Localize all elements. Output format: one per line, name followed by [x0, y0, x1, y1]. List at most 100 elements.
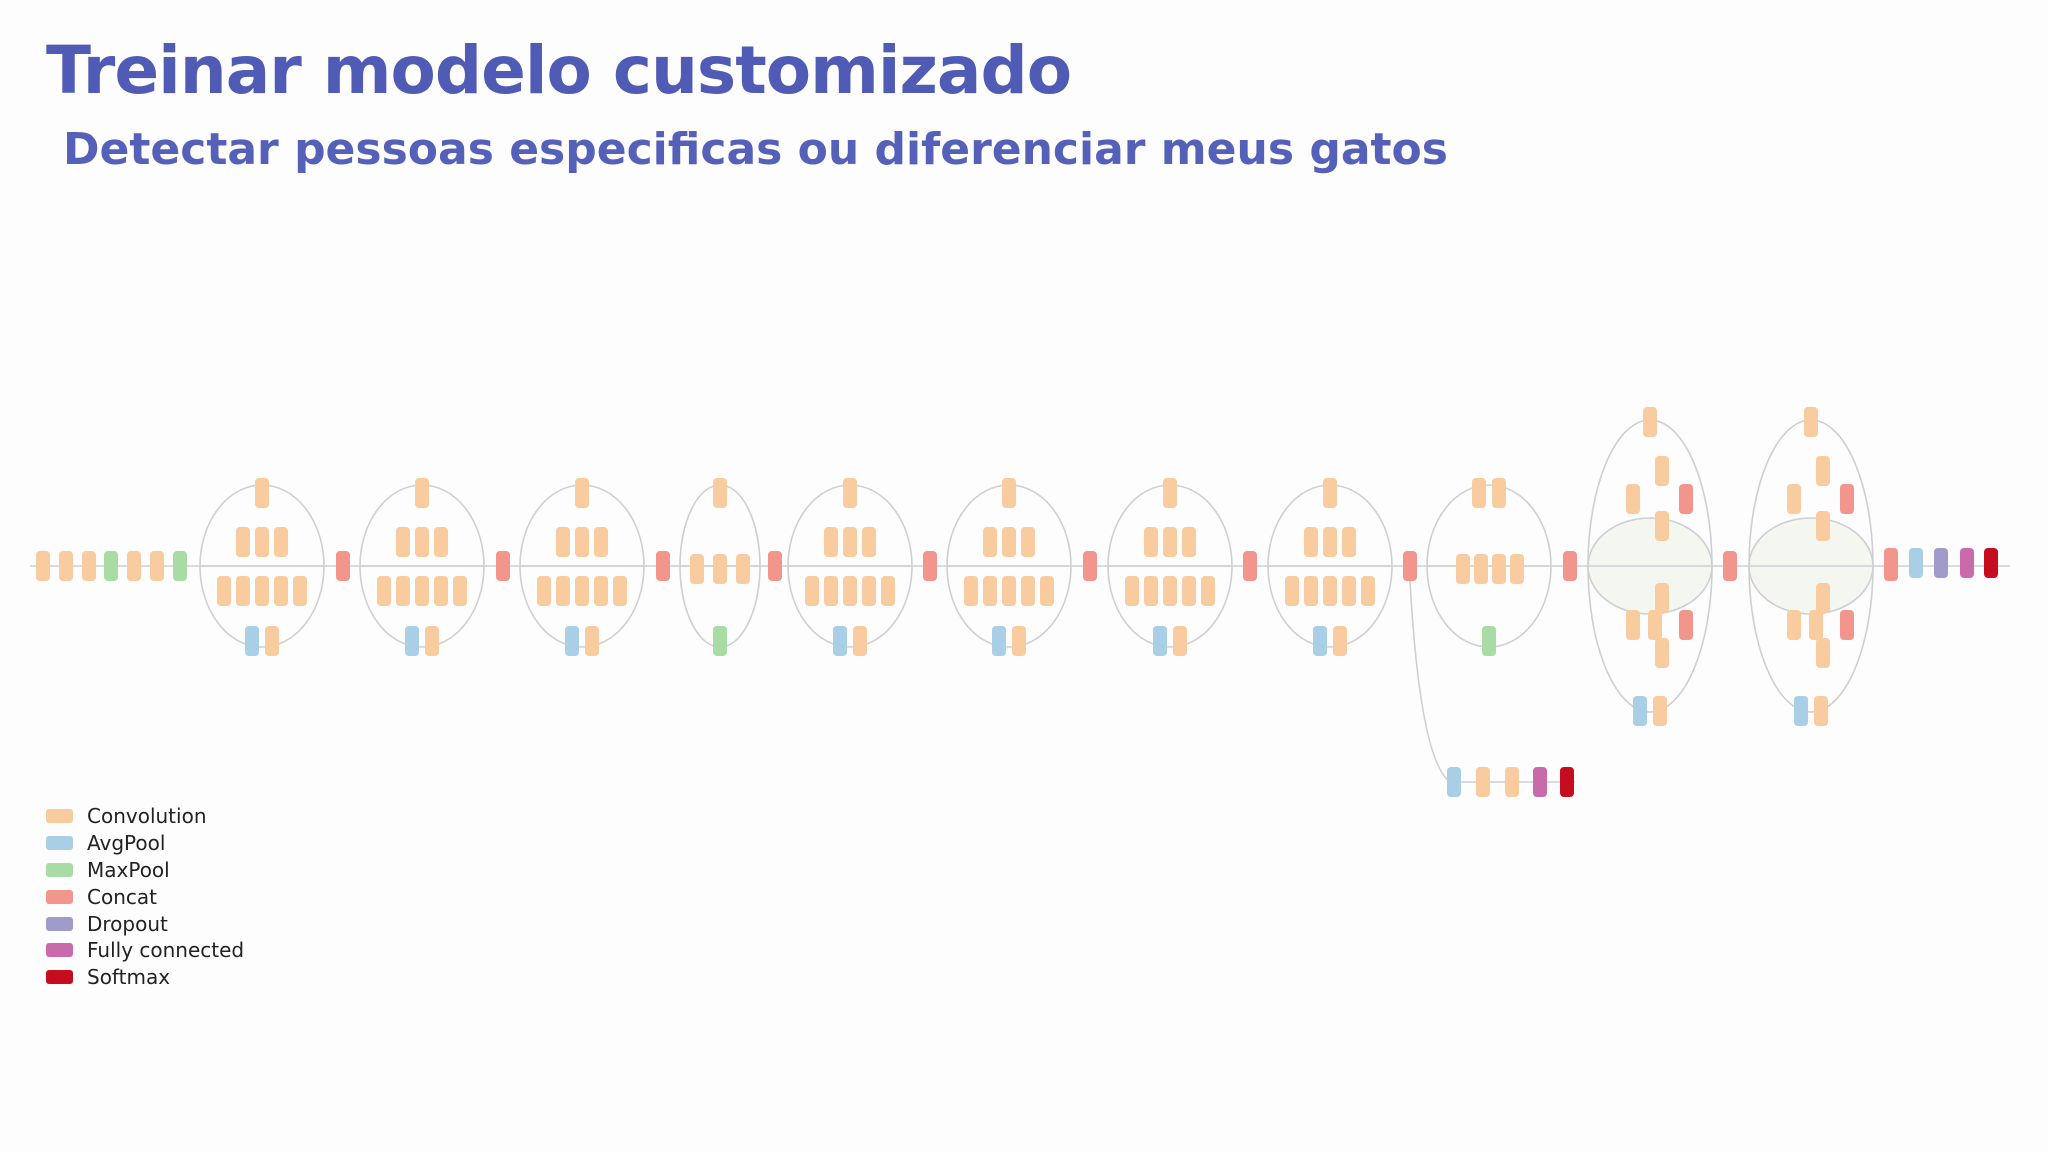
convolution-block — [537, 576, 551, 606]
legend-label: Dropout — [87, 911, 168, 936]
legend-label: Concat — [87, 884, 157, 909]
convolution-block — [1456, 554, 1470, 584]
convolution-block — [1323, 576, 1337, 606]
convolution-block — [425, 626, 439, 656]
convolution-block — [1040, 576, 1054, 606]
convolution-block — [415, 527, 429, 557]
convolution-block — [255, 527, 269, 557]
legend-item-convolution: Convolution — [46, 803, 244, 830]
legend-swatch — [46, 862, 73, 877]
avgpool-block — [833, 626, 847, 656]
concat-block — [1679, 484, 1693, 514]
convolution-block — [1655, 638, 1669, 668]
concat-block — [1723, 551, 1737, 581]
convolution-block — [255, 478, 269, 508]
legend-swatch — [46, 916, 73, 931]
convolution-block — [713, 554, 727, 584]
legend-item-avgpool: AvgPool — [46, 830, 244, 857]
convolution-block — [853, 626, 867, 656]
legend-item-dropout: Dropout — [46, 910, 244, 937]
convolution-block — [613, 576, 627, 606]
convolution-block — [824, 576, 838, 606]
convolution-block — [59, 551, 73, 581]
legend-swatch — [46, 889, 73, 904]
legend-label: Softmax — [87, 965, 171, 990]
avgpool-block — [1313, 626, 1327, 656]
concat-block — [1840, 484, 1854, 514]
convolution-block — [1492, 554, 1506, 584]
convolution-block — [415, 478, 429, 508]
convolution-block — [862, 576, 876, 606]
legend-swatch — [46, 970, 73, 985]
convolution-block — [843, 576, 857, 606]
convolution-block — [434, 527, 448, 557]
concat-block — [1679, 610, 1693, 640]
convolution-block — [1787, 484, 1801, 514]
convolution-block — [1323, 478, 1337, 508]
fully-connected-block — [1960, 548, 1974, 578]
convolution-block — [575, 576, 589, 606]
convolution-block — [1655, 583, 1669, 613]
convolution-block — [127, 551, 141, 581]
convolution-block — [1648, 610, 1662, 640]
convolution-block — [1163, 576, 1177, 606]
convolution-block — [150, 551, 164, 581]
convolution-block — [1626, 610, 1640, 640]
convolution-block — [1653, 696, 1667, 726]
convolution-block — [1163, 478, 1177, 508]
legend-label: MaxPool — [87, 857, 170, 882]
convolution-block — [1304, 527, 1318, 557]
convolution-block — [274, 527, 288, 557]
slide-subtitle: Detectar pessoas especificas ou diferenc… — [63, 124, 1448, 175]
convolution-block — [824, 527, 838, 557]
convolution-block — [1804, 407, 1818, 437]
convolution-block — [36, 551, 50, 581]
maxpool-block — [104, 551, 118, 581]
convolution-block — [862, 527, 876, 557]
convolution-block — [1173, 626, 1187, 656]
inception-network-diagram — [30, 407, 2010, 797]
maxpool-block — [173, 551, 187, 581]
convolution-block — [1655, 511, 1669, 541]
convolution-block — [434, 576, 448, 606]
convolution-block — [1323, 527, 1337, 557]
convolution-block — [1816, 511, 1830, 541]
convolution-block — [983, 576, 997, 606]
convolution-block — [594, 527, 608, 557]
convolution-block — [1472, 478, 1486, 508]
convolution-block — [255, 576, 269, 606]
convolution-block — [983, 527, 997, 557]
convolution-block — [575, 527, 589, 557]
convolution-block — [265, 626, 279, 656]
convolution-block — [396, 576, 410, 606]
convolution-block — [585, 626, 599, 656]
convolution-block — [843, 527, 857, 557]
avgpool-block — [565, 626, 579, 656]
concat-block — [923, 551, 937, 581]
maxpool-block — [713, 626, 727, 656]
convolution-block — [1476, 767, 1490, 797]
convolution-block — [1474, 554, 1488, 584]
avgpool-block — [1447, 767, 1461, 797]
convolution-block — [881, 576, 895, 606]
convolution-block — [1002, 576, 1016, 606]
concat-block — [1884, 548, 1898, 578]
convolution-block — [1809, 610, 1823, 640]
convolution-block — [1144, 527, 1158, 557]
avgpool-block — [245, 626, 259, 656]
convolution-block — [736, 554, 750, 584]
concat-block — [768, 551, 782, 581]
convolution-block — [1012, 626, 1026, 656]
convolution-block — [293, 576, 307, 606]
concat-block — [1403, 551, 1417, 581]
convolution-block — [236, 527, 250, 557]
convolution-block — [1182, 576, 1196, 606]
legend-swatch — [46, 943, 73, 958]
convolution-block — [1021, 576, 1035, 606]
convolution-block — [1510, 554, 1524, 584]
concat-block — [496, 551, 510, 581]
concat-block — [1840, 610, 1854, 640]
convolution-block — [453, 576, 467, 606]
avgpool-block — [1633, 696, 1647, 726]
convolution-block — [964, 576, 978, 606]
